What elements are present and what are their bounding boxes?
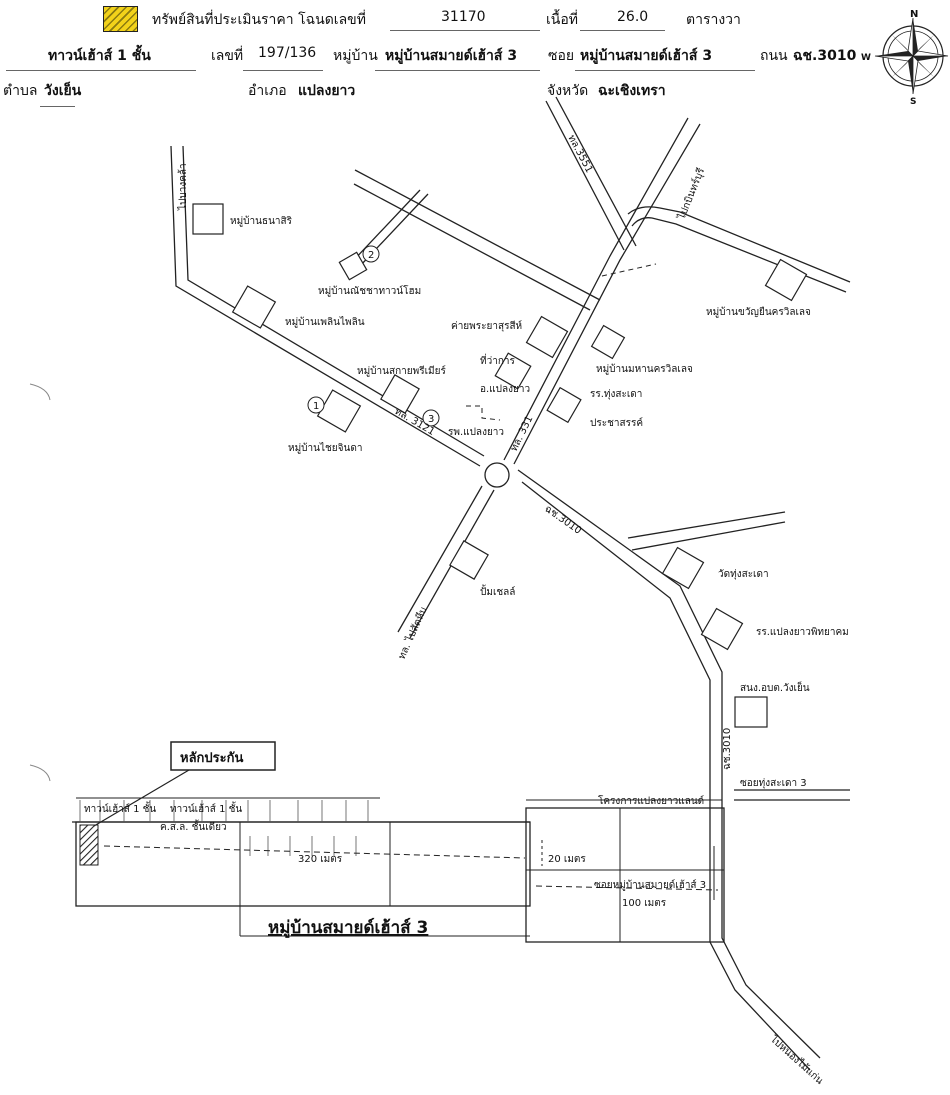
- marker-2: 2: [368, 250, 374, 261]
- marker-1: 1: [313, 401, 319, 412]
- building-phloen: [231, 285, 277, 329]
- village-label: หมู่บ้าน: [333, 48, 378, 64]
- district-value: แปลงยาว: [298, 83, 356, 99]
- building-school2: [700, 607, 744, 651]
- label-amphoe-2: อ.แปลงยาว: [480, 384, 530, 395]
- label-hospital: รพ.แปลงยาว: [448, 427, 504, 438]
- asset-label: ทรัพย์สินที่ประเมินราคา โฉนดเลขที่: [152, 12, 366, 28]
- soi-label: ซอย: [548, 48, 575, 64]
- number-value: 197/136: [258, 45, 317, 61]
- label-obt: สนง.อบต.วังเย็น: [740, 680, 810, 694]
- district-label: อำเภอ: [248, 83, 287, 99]
- area-unit: ตารางวา: [686, 12, 741, 28]
- label-pump: ปั้มเชลล์: [480, 584, 515, 598]
- building-camp: [525, 315, 569, 359]
- unit-label-3: ค.ส.ล. ชั้นเดียว: [160, 819, 227, 833]
- distance-320: 320 เมตร: [298, 854, 343, 865]
- road-network: [170, 96, 851, 1071]
- building-wat: [661, 546, 705, 590]
- marker-3: 3: [428, 414, 434, 425]
- area-value: 26.0: [617, 9, 649, 25]
- compass-w-label: W: [861, 53, 871, 63]
- unit-label-2: ทาวน์เฮ้าส์ 1 ชั้น: [170, 801, 242, 815]
- compass-n-label: N: [910, 9, 918, 20]
- punch-hole-icon: [29, 764, 51, 782]
- numbered-markers: [307, 245, 440, 427]
- road-label: ถนน: [760, 48, 788, 64]
- building-school1: [546, 386, 582, 424]
- label-school1-2: ประชาสรรค์: [590, 417, 643, 429]
- label-thanasiri: หมู่บ้านธนาสิริ: [230, 215, 293, 227]
- distance-20: 20 เมตร: [548, 854, 586, 865]
- peg-label: หลักประกัน: [180, 751, 243, 766]
- building-thanasiri: [192, 203, 224, 235]
- site-plan: [72, 741, 725, 943]
- building-chaichinda: [316, 389, 362, 433]
- compass-s-label: S: [910, 97, 916, 107]
- project-label: โครงการแปลงยาวแลนด์: [598, 794, 704, 807]
- label-soi-thung-sadao: ซอยทุ่งสะเดา 3: [740, 778, 807, 789]
- landmark-buildings: [192, 203, 808, 728]
- building-mahanakorn: [590, 324, 626, 360]
- compass-rose-icon: [874, 17, 949, 95]
- village-value: หมู่บ้านสมายด์เฮ้าส์ 3: [385, 48, 518, 64]
- label-school1-1: รร.ทุ่งสะเดา: [590, 389, 642, 400]
- unit-label-1: ทาวน์เฮ้าส์ 1 ชั้น: [84, 801, 156, 815]
- label-amphoe-1: ที่ว่าการ: [480, 353, 515, 367]
- province-label: จังหวัด: [547, 83, 589, 99]
- village-name-label: หมู่บ้านสมายด์เฮ้าส์ 3: [268, 917, 428, 939]
- building-obt: [734, 696, 768, 728]
- building-sky: [380, 374, 420, 414]
- punch-hole-icon: [29, 383, 51, 401]
- subject-plot: [79, 824, 99, 866]
- label-to-kabinburi: ไปกบินทร์บุรี: [675, 166, 707, 222]
- label-wat: วัดทุ่งสะเดา: [718, 569, 769, 580]
- property-type: ทาวน์เฮ้าส์ 1 ชั้น: [48, 48, 151, 64]
- building-kwanyuen: [764, 258, 808, 302]
- label-to-bang-khla: ไปบางคล้า: [177, 163, 189, 211]
- label-chaichinda: หมู่บ้านไชยจินดา: [288, 442, 362, 454]
- road-value: ฉช.3010: [793, 48, 857, 64]
- subdistrict-value: วังเย็น: [44, 83, 82, 99]
- label-mahanakorn: หมู่บ้านมหานครวิลเลจ: [596, 363, 693, 375]
- deed-number: 31170: [441, 9, 486, 25]
- building-amphoe: [494, 352, 532, 390]
- label-to-sattahip: ทล. ไปสัตหีบ: [396, 605, 430, 661]
- number-label: เลขที่: [211, 48, 244, 64]
- province-value: ฉะเชิงเทรา: [598, 83, 666, 99]
- label-to-nong-mai-kaen: ไปหนองไม้แก่น: [767, 1033, 825, 1087]
- soi-village-label: ซอยหมู่บ้านสมายด์เฮ้าส์ 3: [594, 879, 706, 891]
- distance-100: 100 เมตร: [622, 898, 667, 909]
- label-chch3010: ฉช.3010: [542, 503, 583, 536]
- label-sky: หมู่บ้านสกายพรีเมียร์: [357, 365, 446, 377]
- area-label: เนื้อที่: [546, 12, 578, 28]
- subdistrict-label: ตำบล: [3, 83, 38, 99]
- label-camp: ค่ายพระยาสุรสีห์: [451, 320, 522, 332]
- label-natcha: หมู่บ้านณัชชาทาวน์โฮม: [318, 284, 421, 297]
- legend-swatch: [103, 6, 138, 32]
- label-chch3010-south: ฉช.3010: [722, 728, 733, 770]
- building-natcha: [338, 251, 368, 281]
- building-pump: [449, 540, 489, 580]
- soi-value: หมู่บ้านสมายด์เฮ้าส์ 3: [580, 48, 713, 64]
- label-school2: รร.แปลงยาวพิทยาคม: [756, 627, 849, 638]
- label-hl3551: ทล.3551: [565, 133, 594, 175]
- label-kwanyuen: หมู่บ้านขวัญยืนครวิลเลจ: [706, 306, 811, 318]
- label-phloen: หมู่บ้านเพลินไพลิน: [285, 316, 365, 328]
